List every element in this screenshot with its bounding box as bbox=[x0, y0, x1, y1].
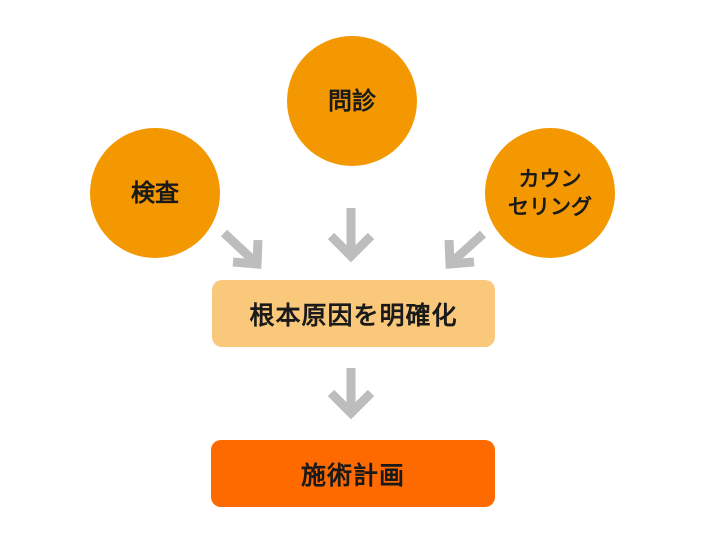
exam-label: 検査 bbox=[131, 178, 179, 207]
treatment-plan-box: 施術計画 bbox=[211, 440, 495, 507]
root-cause-box: 根本原因を明確化 bbox=[212, 280, 495, 347]
exam-node: 検査 bbox=[90, 128, 220, 258]
arrow-exam-to-root-cause bbox=[220, 229, 263, 269]
root-cause-label: 根本原因を明確化 bbox=[249, 300, 458, 330]
counseling-label: カウン セリング bbox=[508, 166, 592, 219]
arrow-interview-to-root-cause bbox=[327, 208, 375, 263]
interview-node: 問診 bbox=[287, 36, 417, 166]
arrow-root-cause-to-treatment bbox=[327, 368, 375, 420]
treatment-plan-label: 施術計画 bbox=[300, 460, 405, 490]
counseling-node: カウン セリング bbox=[485, 128, 615, 258]
arrow-counseling-to-root-cause bbox=[444, 230, 487, 269]
interview-label: 問診 bbox=[328, 86, 376, 115]
